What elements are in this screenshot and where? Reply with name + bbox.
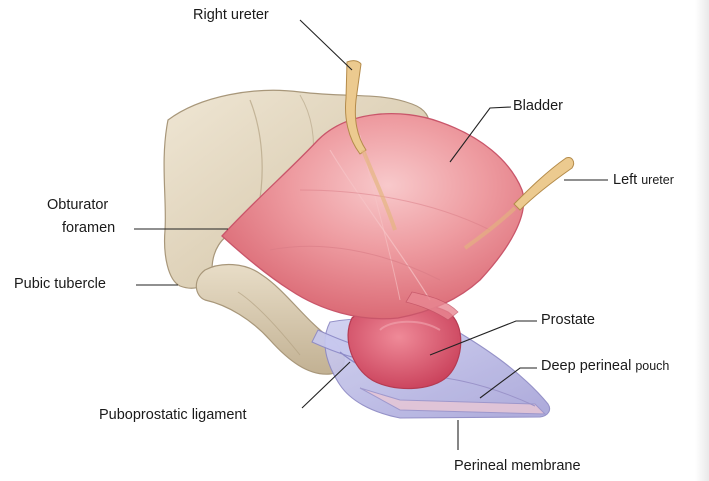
label-puboprostatic-ligament: Puboprostatic ligament: [99, 407, 247, 424]
label-pubic-tubercle: Pubic tubercle: [14, 276, 106, 293]
label-obturator-line2: foramen: [62, 220, 115, 237]
label-perineal-membrane: Perineal membrane: [454, 458, 581, 475]
label-left-ureter: Left ureter: [613, 172, 674, 189]
label-deep-perineal-tail: pouch: [635, 359, 669, 373]
page-edge-shadow: [695, 0, 709, 481]
label-bladder: Bladder: [513, 98, 563, 115]
label-right-ureter: Right ureter: [193, 7, 269, 24]
label-deep-perineal-main: Deep perineal: [541, 358, 635, 374]
leader-right-ureter: [300, 20, 352, 70]
label-obturator-line1: Obturator: [47, 197, 108, 214]
label-deep-perineal-pouch: Deep perineal pouch: [541, 358, 669, 375]
label-prostate: Prostate: [541, 312, 595, 329]
label-left-ureter-tail: ureter: [641, 173, 674, 187]
label-left-ureter-main: Left: [613, 172, 641, 188]
